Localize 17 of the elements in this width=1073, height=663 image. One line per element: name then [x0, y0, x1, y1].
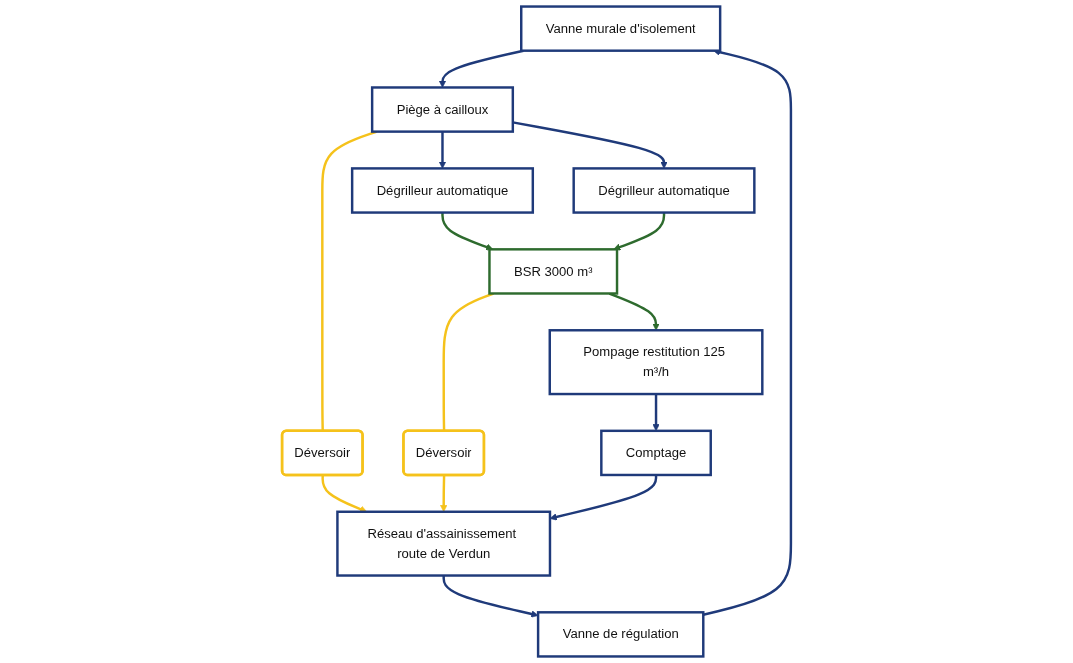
arrow — [441, 212, 494, 251]
arrow — [549, 474, 658, 521]
arrow — [438, 131, 447, 169]
node-box: Vanne murale d'isolement — [520, 5, 722, 52]
arrow — [442, 575, 539, 618]
node-box: Dégrilleur automatique — [350, 167, 535, 214]
arrow — [438, 49, 524, 88]
node-box: Dégrilleur automatique — [572, 167, 756, 214]
node-box: BSR 3000 m³ — [488, 248, 619, 295]
arrow — [613, 212, 666, 251]
node-box: Pompage restitution 125 m³/h — [548, 329, 764, 396]
node-box: Comptage — [600, 429, 712, 477]
arrow — [512, 121, 668, 169]
node-box: Vanne de régulation — [536, 611, 705, 658]
node-box: Piège à cailloux — [370, 86, 515, 133]
node-box: Réseau d'assainissement route de Verdun — [336, 510, 552, 577]
arrow — [703, 48, 793, 616]
